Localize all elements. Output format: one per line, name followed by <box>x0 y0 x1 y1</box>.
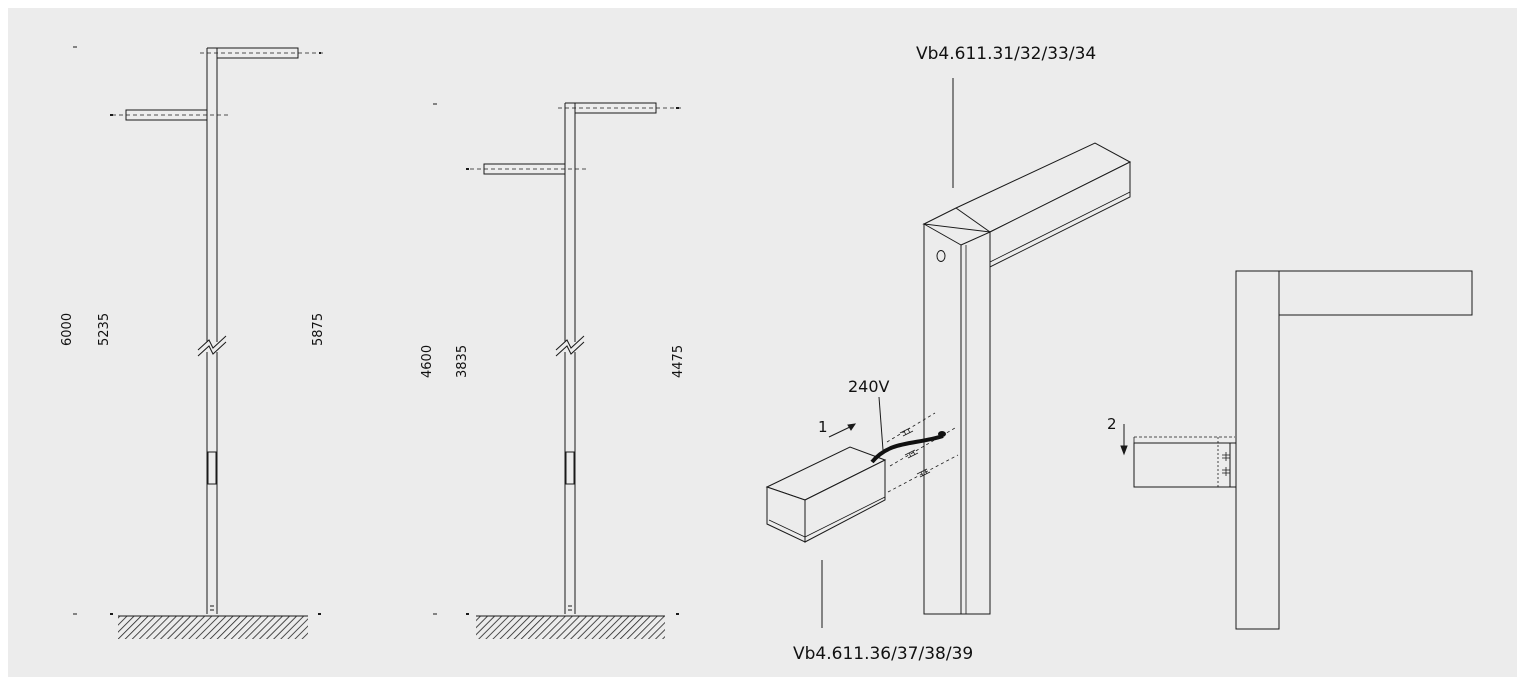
drawing-sheet: 6000 5235 5875 4600 3835 4475 <box>8 8 1517 677</box>
ground-hatch <box>118 616 308 639</box>
lower-arm <box>125 109 208 121</box>
step-2-label: 2 <box>1107 415 1117 433</box>
dim-lower-arm-2: 3835 <box>455 345 470 378</box>
mounting-screws <box>886 412 959 493</box>
dim-upper-arm-1: 5875 <box>311 313 326 346</box>
cable-hole <box>936 250 946 262</box>
technical-drawing: 6000 5235 5875 4600 3835 4475 <box>60 44 1473 664</box>
access-door <box>565 451 575 485</box>
side-arm <box>1278 270 1473 316</box>
dim-total-height-1: 6000 <box>60 313 75 346</box>
leader-voltage <box>878 396 884 451</box>
pole-code-label: Vb4.611.31/32/33/34 <box>916 44 1096 64</box>
pole-6000-elevation <box>73 46 325 639</box>
ground-hatch <box>476 616 665 639</box>
dim-total-height-2: 4600 <box>420 345 435 378</box>
dim-lower-arm-1: 5235 <box>97 313 112 346</box>
side-pole <box>1235 270 1280 630</box>
step-1-label: 1 <box>818 418 828 436</box>
pole-head-side-view <box>1120 270 1473 630</box>
voltage-label: 240V <box>848 377 890 396</box>
dim-upper-arm-2: 4475 <box>671 345 686 378</box>
power-cable <box>870 434 944 464</box>
arrow-step-1 <box>828 423 857 438</box>
box-code-label: Vb4.611.36/37/38/39 <box>793 644 973 664</box>
side-box <box>1133 442 1236 488</box>
pole-4600-elevation <box>433 102 682 639</box>
lower-arm <box>483 163 566 175</box>
electrical-box <box>765 446 887 628</box>
pole-head-isometric <box>922 78 1132 615</box>
access-door <box>207 451 217 485</box>
